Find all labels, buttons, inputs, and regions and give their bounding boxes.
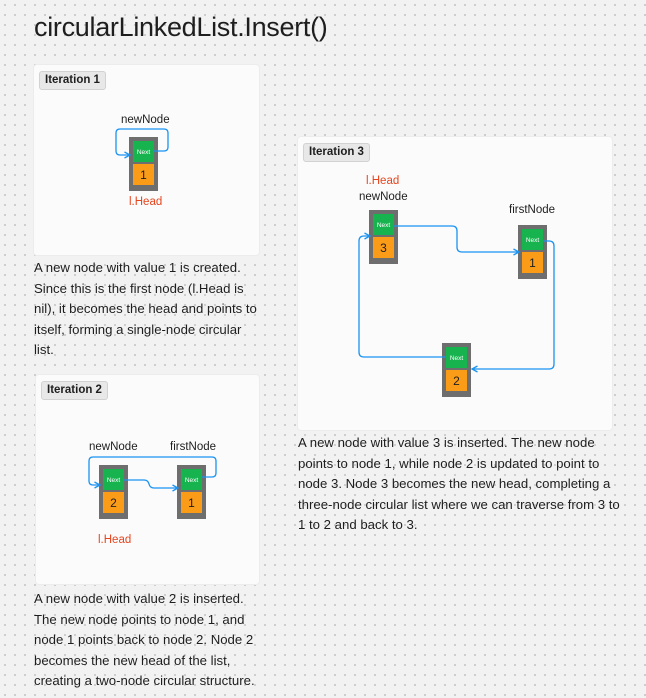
iteration-3-firstnode-label: firstNode: [509, 204, 555, 216]
arrow-2-to-3: [358, 232, 446, 358]
node-value: 1: [188, 496, 195, 510]
iteration-1-newnode-label: newNode: [121, 114, 170, 126]
iteration-2-description: A new node with value 2 is inserted. The…: [34, 591, 255, 688]
iteration-2-newnode-label: newNode: [89, 441, 138, 453]
node-1: Next 1: [129, 137, 158, 191]
node-1: Next 1: [177, 465, 206, 519]
node-next-label: Next: [450, 355, 464, 362]
iteration-3-description: A new node with value 3 is inserted. The…: [298, 435, 620, 532]
node-next-label: Next: [137, 149, 151, 156]
node-value: 1: [529, 256, 536, 270]
node-value: 1: [140, 168, 147, 182]
iteration-2-head-label: l.Head: [98, 534, 131, 546]
node-value: 2: [110, 496, 117, 510]
node-value: 2: [453, 374, 460, 388]
self-loop-arrow: [115, 128, 169, 159]
iteration-1-tag: Iteration 1: [39, 71, 106, 90]
arrow-1-to-2: [470, 240, 555, 373]
node-1: Next 1: [518, 225, 547, 279]
node-value: 3: [380, 241, 387, 255]
node-next-label: Next: [377, 222, 391, 229]
iteration-1-diagram: newNode Next 1 l.Head: [115, 114, 170, 208]
arrow-2-to-1: [124, 479, 180, 492]
page-title: circularLinkedList.Insert(): [34, 12, 328, 42]
arrow-3-to-1: [394, 225, 521, 256]
iteration-2-panel: Iteration 2: [35, 374, 260, 585]
node-next-label: Next: [107, 477, 121, 484]
node-next-label: Next: [185, 477, 199, 484]
node-2: Next 2: [99, 465, 128, 519]
node-2: Next 2: [442, 343, 471, 397]
iteration-2-firstnode-label: firstNode: [170, 441, 216, 453]
iteration-2-tag: Iteration 2: [41, 381, 108, 400]
node-next-label: Next: [526, 237, 540, 244]
iteration-1-description: A new node with value 1 is created. Sinc…: [34, 260, 257, 357]
iteration-3-newnode-label: newNode: [359, 191, 408, 203]
iteration-3-diagram: l.Head newNode firstNode Next 3 Next 1 N…: [358, 175, 555, 397]
arrow-1-to-2: [88, 456, 217, 489]
iteration-2-diagram: newNode firstNode Next 2 Next 1 l.Head: [88, 441, 217, 546]
iteration-1-head-label: l.Head: [129, 196, 162, 208]
node-3: Next 3: [369, 210, 398, 264]
iteration-3-tag: Iteration 3: [303, 143, 370, 162]
iteration-3-head-label: l.Head: [366, 175, 399, 187]
